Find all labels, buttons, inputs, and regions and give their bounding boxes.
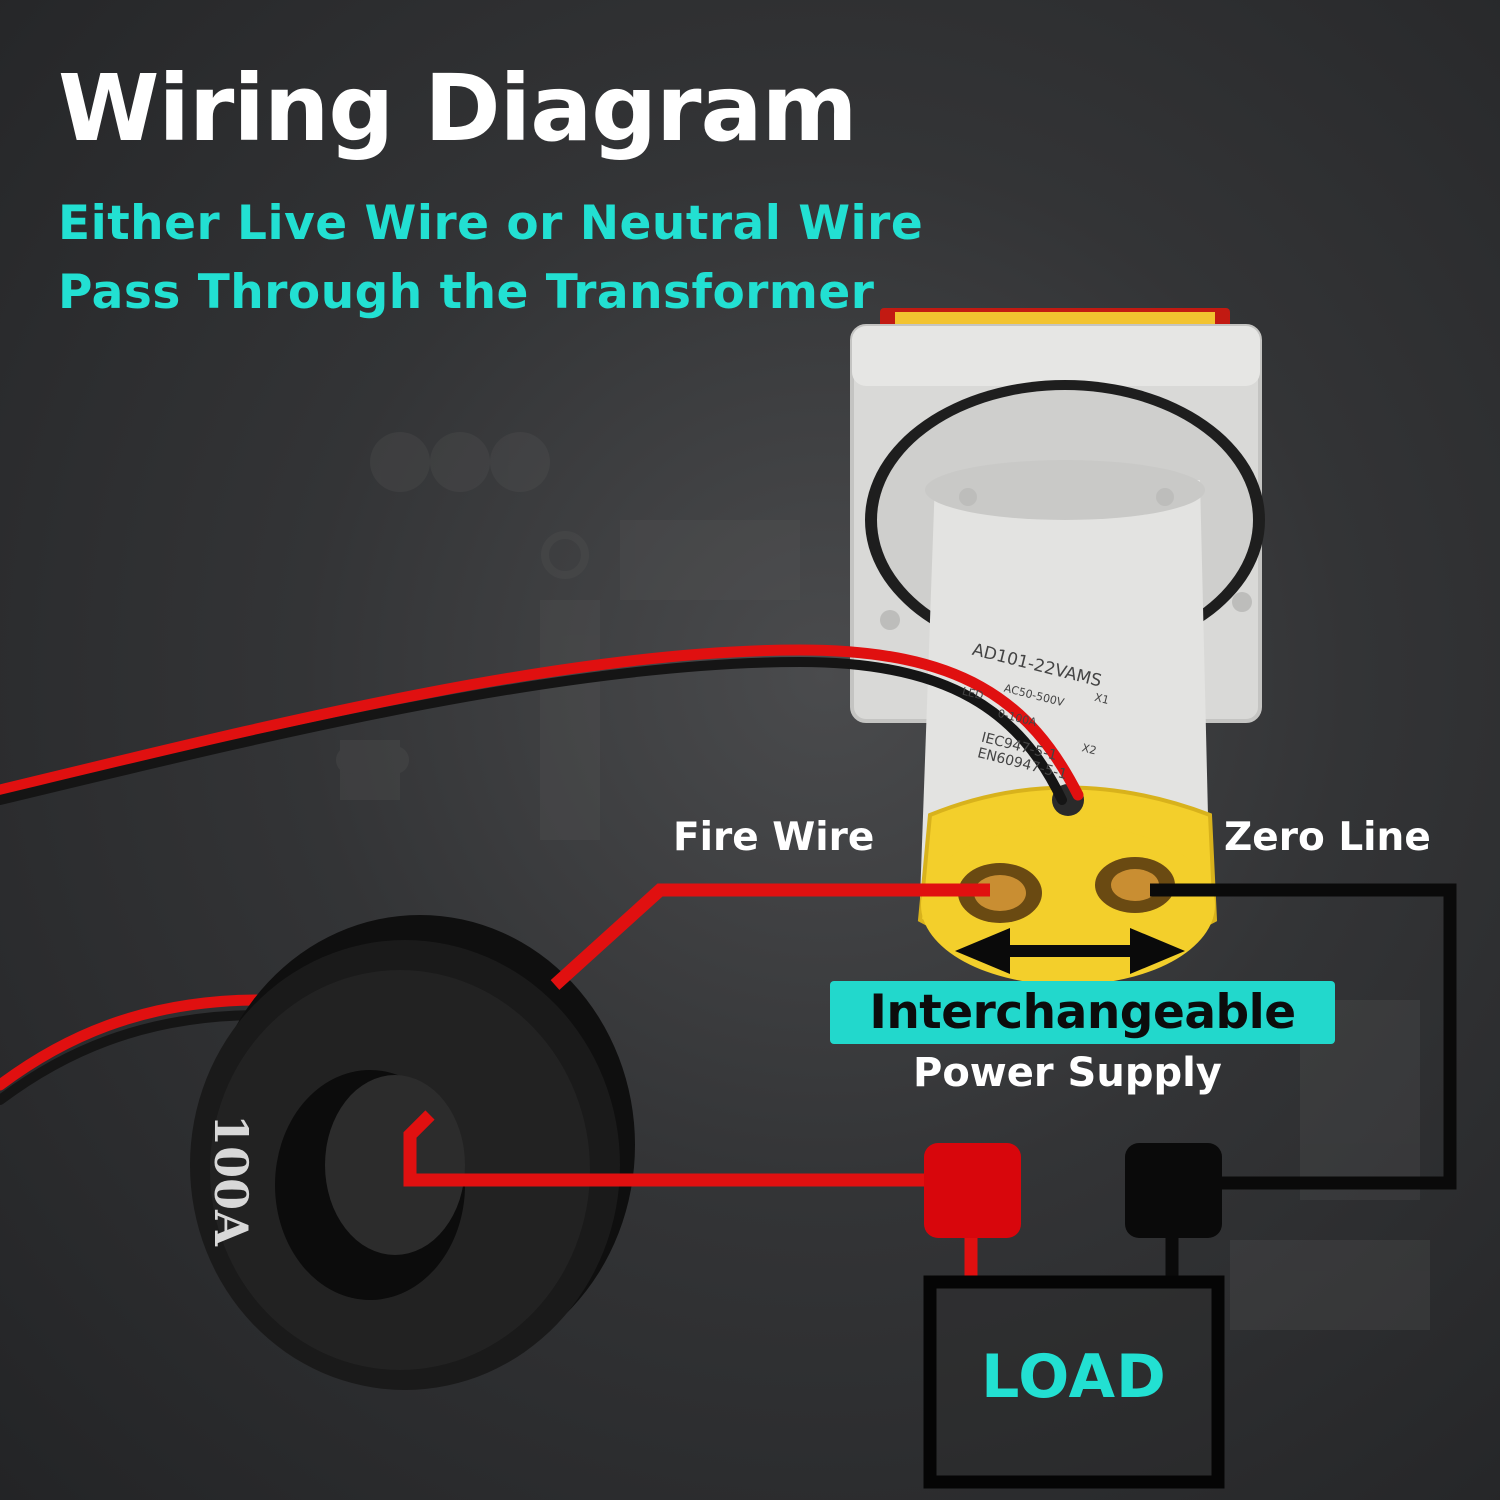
load-label: LOAD <box>981 1342 1167 1412</box>
meter-display-edge <box>895 312 1215 326</box>
zero-line-label: Zero Line <box>1224 815 1431 860</box>
diagram-wires <box>403 883 1457 1282</box>
transformer-rating-label: 100A <box>203 1114 258 1246</box>
fire-wire-line <box>550 883 990 990</box>
load-box <box>923 1275 1225 1489</box>
subtitle-line-1: Either Live Wire or Neutral Wire <box>58 196 924 251</box>
power-supply-label: Power Supply <box>913 1050 1222 1096</box>
interchangeable-label: Interchangeable <box>869 985 1296 1040</box>
zero-line-wire <box>1150 883 1457 1190</box>
subtitle-line-2: Pass Through the Transformer <box>58 265 875 320</box>
interchangeable-arrow-icon <box>955 928 1185 974</box>
page-title: Wiring Diagram <box>58 55 857 162</box>
live-supply-terminal <box>924 1143 1021 1238</box>
interchangeable-badge: Interchangeable <box>830 981 1335 1044</box>
neutral-supply-terminal <box>1125 1143 1222 1238</box>
live-through-ct-line <box>403 1110 930 1187</box>
ct-signal-cable <box>0 644 1084 1105</box>
fire-wire-label: Fire Wire <box>673 815 875 860</box>
